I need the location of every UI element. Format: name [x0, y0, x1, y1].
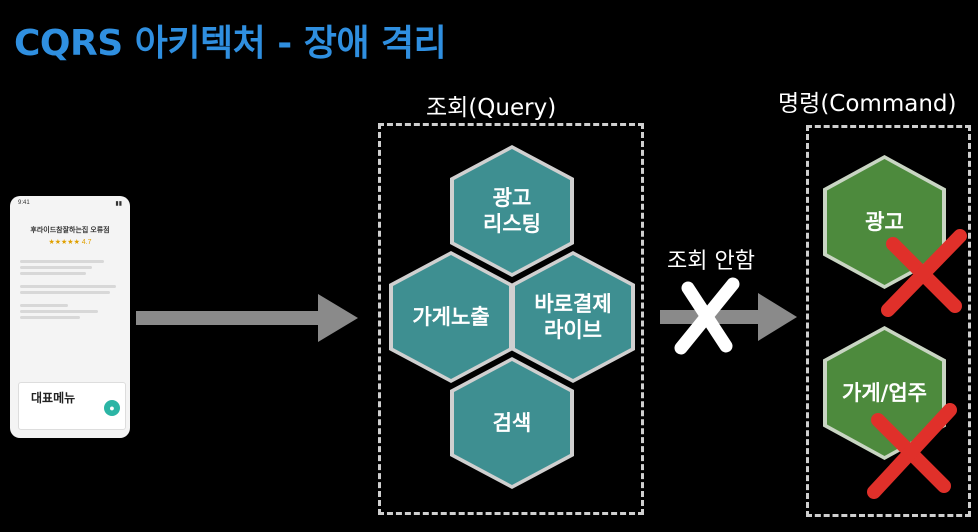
arrow-to-command: [660, 293, 797, 341]
phone-store-name: 후라이드참잘하는집 오류점: [30, 227, 110, 234]
hex-search: 검색: [450, 357, 574, 489]
phone-info-line: [20, 285, 116, 288]
no-query-label: 조회 안함: [667, 249, 755, 274]
phone-info-line: [20, 304, 68, 307]
hex-store-business-label: 가게/업주: [842, 380, 927, 405]
mobile-app-screenshot: 9:41 ▮▮ 후라이드참잘하는집 오류점 ★★★★★ 4.7 대표메뉴 ●: [10, 196, 130, 438]
phone-menu-title: 대표메뉴: [31, 391, 76, 405]
hex-barogyeolje-live-label: 바로결제 라이브: [534, 291, 612, 342]
phone-status-bar: 9:41 ▮▮: [10, 196, 130, 211]
phone-rating: ★★★★★ 4.7: [48, 239, 92, 246]
battery-icon: ▮▮: [115, 201, 122, 207]
hex-barogyeolje-live: 바로결제 라이브: [511, 251, 635, 383]
hex-store-exposure-label: 가게노출: [412, 304, 490, 329]
query-section-label: 조회(Query): [426, 95, 557, 121]
phone-info-line: [20, 291, 110, 294]
phone-time: 9:41: [18, 200, 30, 206]
command-section-label: 명령(Command): [778, 91, 957, 117]
phone-info-line: [20, 316, 80, 319]
arrow-to-query: [136, 294, 358, 342]
hex-ad-listing-label: 광고 리스팅: [483, 185, 541, 236]
phone-info-line: [20, 272, 86, 275]
page-title: CQRS 아키텍처 - 장애 격리: [14, 23, 447, 64]
hex-search-label: 검색: [492, 410, 532, 435]
failure-x-icon: [867, 403, 957, 499]
phone-info-line: [20, 310, 98, 313]
blocked-x-icon: [674, 277, 740, 355]
cart-icon: ●: [104, 400, 120, 416]
query-box: [378, 123, 644, 515]
phone-info-line: [20, 266, 92, 269]
phone-info-line: [20, 260, 104, 263]
command-box: [806, 125, 971, 517]
failure-x-icon: [881, 229, 967, 317]
hex-ad-command-label: 광고: [865, 209, 904, 234]
